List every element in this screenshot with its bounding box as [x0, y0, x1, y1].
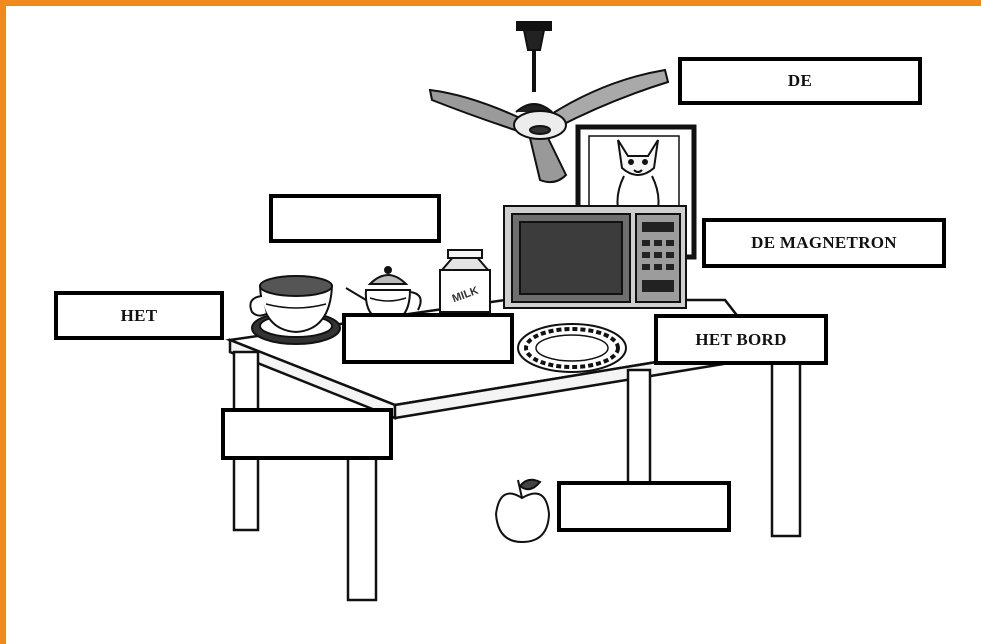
label-box-microwave[interactable]: DE MAGNETRON: [702, 218, 946, 268]
label-box-teapot[interactable]: [342, 313, 514, 364]
apple: [494, 478, 551, 544]
microwave: [503, 205, 687, 309]
cup-and-saucer: [249, 275, 341, 345]
label-box-plate[interactable]: HET BORD: [654, 314, 828, 365]
milk-carton: MILK: [439, 249, 491, 313]
ceiling-fan: [428, 21, 670, 184]
label-box-top-left[interactable]: [269, 194, 441, 243]
label-box-apple[interactable]: [557, 481, 731, 532]
label-box-cup[interactable]: HET: [54, 291, 224, 340]
label-text-cup: HET: [120, 305, 158, 325]
label-text-microwave: DE MAGNETRON: [751, 233, 897, 252]
plate: [517, 323, 627, 373]
label-box-fan[interactable]: DE: [678, 57, 922, 105]
label-text-plate: HET BORD: [695, 329, 787, 349]
label-text-fan: DE: [787, 71, 813, 90]
label-box-table[interactable]: [221, 408, 393, 460]
